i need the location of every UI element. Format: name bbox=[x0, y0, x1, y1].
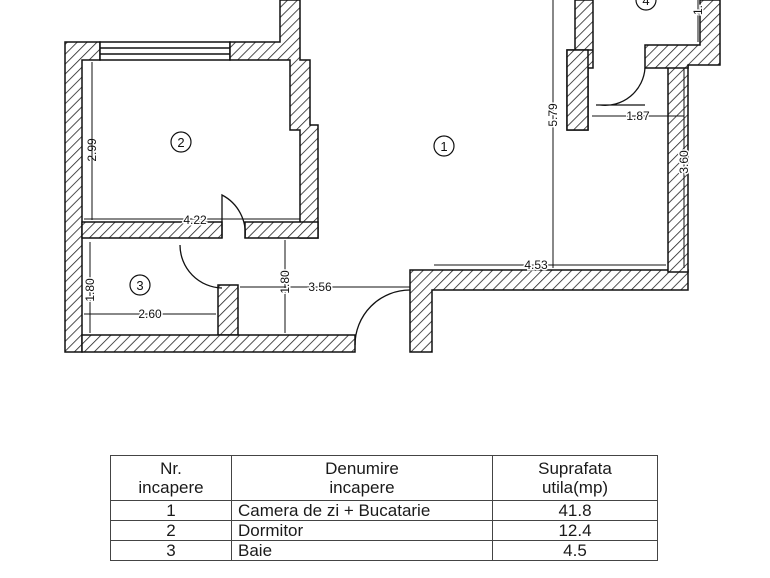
cell-nr: 2 bbox=[110, 520, 232, 541]
table-row: 2 Dormitor 12.4 bbox=[110, 520, 658, 541]
cell-name: Camera de zi + Bucatarie bbox=[231, 500, 493, 521]
cell-area: 12.4 bbox=[492, 520, 658, 541]
room-number: 1 bbox=[440, 139, 447, 154]
dim-label: 1.80 bbox=[83, 278, 97, 302]
dim-label: 1.87 bbox=[626, 109, 650, 123]
header-nr: Nr.incapere bbox=[110, 455, 232, 501]
dim-label: 3.60 bbox=[677, 150, 691, 174]
floor-plan: 2.99 4.22 1.80 2.60 1.80 3.56 4.53 5.79 … bbox=[64, 0, 721, 353]
cell-nr: 1 bbox=[110, 500, 232, 521]
cell-area: 41.8 bbox=[492, 500, 658, 521]
dim-label: 2.99 bbox=[85, 138, 99, 162]
dim-label: 1. bbox=[691, 5, 705, 15]
cell-area: 4.5 bbox=[492, 540, 658, 561]
room-number: 3 bbox=[136, 278, 143, 293]
table-row: 1 Camera de zi + Bucatarie 41.8 bbox=[110, 500, 658, 521]
doors bbox=[179, 67, 646, 346]
cell-nr: 3 bbox=[110, 540, 232, 561]
dimension-lines bbox=[84, 0, 699, 333]
dim-label: 2.60 bbox=[138, 307, 162, 321]
dim-label: 1.80 bbox=[278, 270, 292, 294]
walls bbox=[64, 0, 721, 353]
dim-label: 4.53 bbox=[524, 258, 548, 272]
dim-label: 4.22 bbox=[183, 213, 207, 227]
dim-label: 3.56 bbox=[308, 280, 332, 294]
dim-label: 5.79 bbox=[546, 103, 560, 127]
room-number: 2 bbox=[177, 135, 184, 150]
table-row: 3 Baie 4.5 bbox=[110, 540, 658, 561]
cell-name: Dormitor bbox=[231, 520, 493, 541]
cell-name: Baie bbox=[231, 540, 493, 561]
room-number: 4 bbox=[642, 0, 649, 8]
